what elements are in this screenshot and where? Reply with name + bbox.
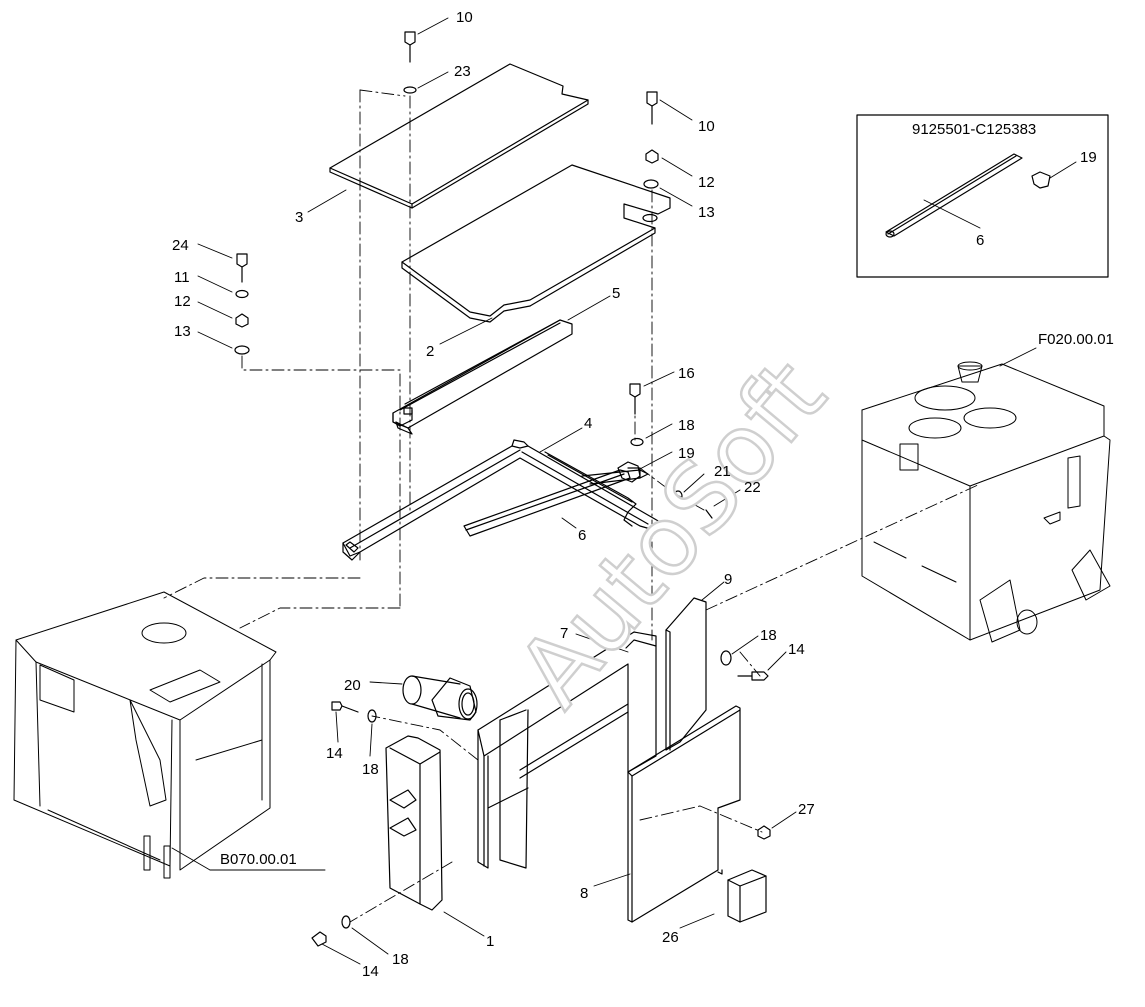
- callout-22: 22: [744, 479, 761, 496]
- callout-labels: 10 23 10 12 13 3 24 11 12 13 2 5 16 4 18…: [172, 9, 1097, 980]
- part-3-cover-plate: [329, 63, 589, 209]
- callout-19: 19: [678, 445, 695, 462]
- callout-20: 20: [344, 677, 361, 694]
- callout-7: 7: [560, 625, 568, 642]
- callout-18-mid: 18: [362, 761, 379, 778]
- callout-12-right: 12: [698, 174, 715, 191]
- part-7-bracket-frame: [477, 631, 657, 869]
- callout-24: 24: [172, 237, 189, 254]
- callout-18-bottom: 18: [392, 951, 409, 968]
- part-20-cylinder: [402, 675, 478, 721]
- callout-1: 1: [486, 933, 494, 950]
- callout-4: 4: [584, 415, 592, 432]
- reference-tank: F020.00.01: [1038, 331, 1114, 348]
- assembly-lines: [163, 89, 981, 923]
- cab-frame-b070: [13, 591, 277, 879]
- callout-23: 23: [454, 63, 471, 80]
- callout-18-frame: 18: [678, 417, 695, 434]
- fasteners: [234, 31, 771, 947]
- tank-f020: [861, 361, 1111, 643]
- watermark: AutoSoft: [496, 339, 847, 727]
- callout-9: 9: [724, 571, 732, 588]
- callout-27: 27: [798, 801, 815, 818]
- callout-10-top: 10: [456, 9, 473, 26]
- callout-18-right: 18: [760, 627, 777, 644]
- callout-19-inset: 19: [1080, 149, 1097, 166]
- callout-10-right: 10: [698, 118, 715, 135]
- part-5-channel-rail: [392, 319, 573, 435]
- callout-6: 6: [578, 527, 586, 544]
- part-8-bottom-plate: [627, 705, 741, 923]
- callout-2: 2: [426, 343, 434, 360]
- inset-title: 9125501-C125383: [912, 121, 1036, 138]
- callout-21: 21: [714, 463, 731, 480]
- part-1-side-bracket: [385, 735, 443, 911]
- callout-14-mid: 14: [326, 745, 343, 762]
- part-2-plate: [401, 164, 671, 323]
- callout-3: 3: [295, 209, 303, 226]
- callout-14-bottom: 14: [362, 963, 379, 980]
- callout-14-right: 14: [788, 641, 805, 658]
- part-26-cushion: [727, 869, 767, 923]
- callout-13-right: 13: [698, 204, 715, 221]
- callout-8: 8: [580, 885, 588, 902]
- callout-5: 5: [612, 285, 620, 302]
- callout-13-left: 13: [174, 323, 191, 340]
- leader-lines: [171, 17, 1077, 965]
- callout-26: 26: [662, 929, 679, 946]
- callout-11: 11: [174, 269, 190, 286]
- callout-12-left: 12: [174, 293, 191, 310]
- inset-detail-box: [856, 114, 1109, 278]
- callout-16: 16: [678, 365, 695, 382]
- part-9-side-plate: [665, 597, 707, 751]
- reference-frame: B070.00.01: [220, 851, 297, 868]
- part-4-frame: [342, 439, 661, 561]
- callout-6-inset: 6: [976, 232, 984, 249]
